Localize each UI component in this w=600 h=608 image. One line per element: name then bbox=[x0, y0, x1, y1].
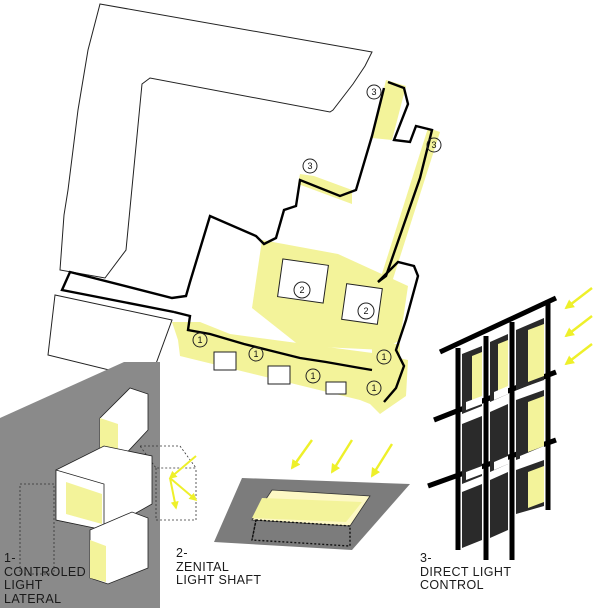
zone-marker-1b: 1 bbox=[248, 346, 264, 362]
svg-text:1: 1 bbox=[197, 335, 202, 345]
zone-marker-1a: 1 bbox=[192, 332, 208, 348]
zone-marker-2b: 2 bbox=[357, 302, 375, 320]
zone-markers: 2 2 1 1 1 1 1 3 3 3 bbox=[192, 84, 442, 396]
svg-text:3: 3 bbox=[307, 161, 312, 171]
zone-marker-2a: 2 bbox=[293, 281, 311, 299]
caption-zenital-line-2: LIGHT SHAFT bbox=[176, 573, 262, 587]
svg-text:3: 3 bbox=[371, 87, 376, 97]
svg-text:1: 1 bbox=[253, 349, 258, 359]
zone-marker-3c: 3 bbox=[302, 158, 318, 174]
caption-direct-number: 3- bbox=[420, 551, 432, 565]
zone-marker-3b: 3 bbox=[426, 137, 442, 153]
detail-direct-control bbox=[427, 287, 593, 560]
caption-lateral-line-1: CONTROLED bbox=[4, 564, 87, 579]
detail-zenital-shaft bbox=[214, 439, 410, 550]
caption-zenital-line-1: ZENITAL bbox=[176, 559, 230, 574]
caption-zenital-number: 2- bbox=[176, 546, 188, 560]
caption-lateral-line-2: LIGHT bbox=[4, 578, 43, 592]
svg-text:3: 3 bbox=[431, 140, 436, 150]
caption-direct-line-2: CONTROL bbox=[420, 578, 484, 592]
caption-direct-line-1: DIRECT LIGHT bbox=[420, 564, 512, 579]
svg-text:2: 2 bbox=[363, 306, 368, 316]
svg-text:1: 1 bbox=[371, 383, 376, 393]
zone-marker-1d: 1 bbox=[376, 349, 392, 365]
highlight-zones bbox=[172, 80, 440, 414]
svg-text:1: 1 bbox=[310, 371, 315, 381]
zone-marker-3a: 3 bbox=[366, 84, 382, 100]
svg-text:1: 1 bbox=[381, 352, 386, 362]
caption-lateral-number: 1- bbox=[4, 551, 16, 565]
plan-openings bbox=[213, 258, 383, 395]
svg-text:2: 2 bbox=[299, 285, 304, 295]
zone-marker-1c: 1 bbox=[305, 368, 321, 384]
caption-direct: 3- DIRECT LIGHT CONTROL bbox=[420, 551, 512, 593]
caption-zenital: 2- ZENITAL LIGHT SHAFT bbox=[176, 546, 262, 588]
zone-marker-1e: 1 bbox=[366, 380, 382, 396]
caption-lateral: 1- CONTROLED LIGHT LATERAL bbox=[4, 551, 87, 606]
detail-lateral-light bbox=[0, 362, 198, 608]
caption-lateral-line-3: LATERAL bbox=[4, 591, 62, 606]
